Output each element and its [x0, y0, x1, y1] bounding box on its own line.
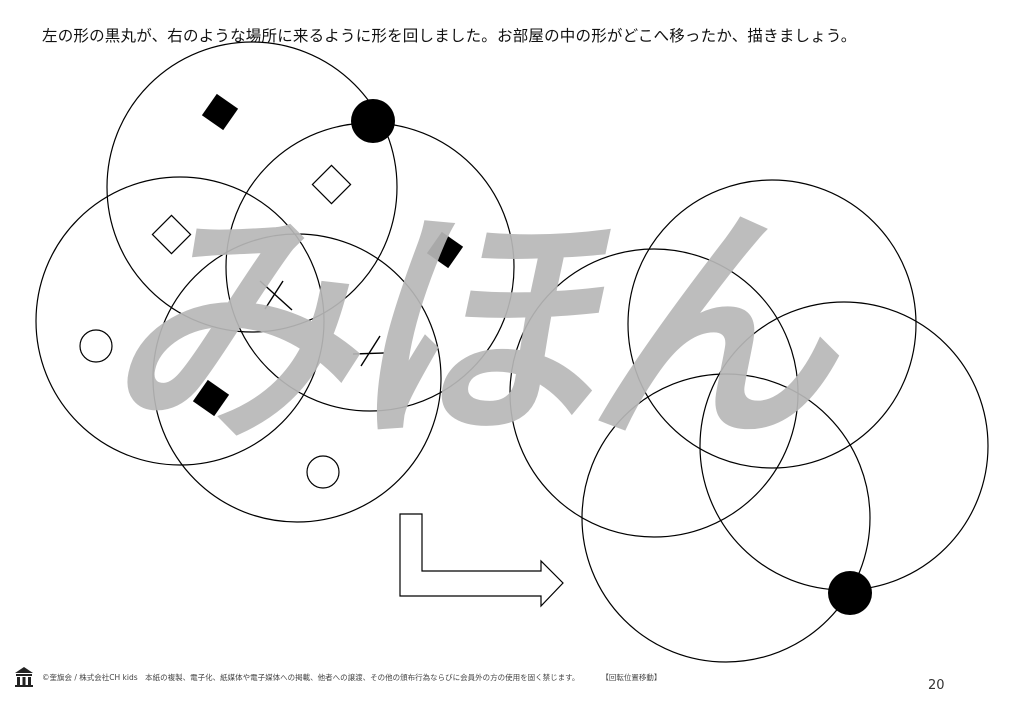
page-number: 20	[928, 678, 945, 693]
white-square-left-overlap	[151, 214, 192, 255]
right-room-top	[627, 179, 917, 469]
right-room-bottom	[581, 373, 871, 663]
right-rotated-figure	[509, 179, 989, 663]
right-black-dot-marker	[828, 571, 872, 615]
left-room-top	[106, 41, 398, 333]
left-room-bottom	[152, 233, 442, 523]
copyright-notice: ©奎旗会 / 株式会社CH kids 本紙の複製、電子化、紙媒体や電子媒体への掲…	[42, 672, 580, 682]
black-square-top-room	[201, 93, 239, 131]
left-original-figure	[35, 41, 515, 523]
sample-watermark: みほん	[92, 184, 875, 475]
black-square-bottom-room	[192, 379, 230, 417]
white-square-top-room-right	[311, 164, 352, 205]
white-circle-bottom-room	[306, 455, 340, 489]
school-building-icon	[15, 667, 33, 687]
instruction-text: 左の形の黒丸が、右のような場所に来るように形を回しました。お部屋の中の形がどこへ…	[42, 27, 857, 45]
cross-mark-center	[259, 280, 293, 311]
cross-mark-right	[352, 335, 385, 367]
white-circle-left-room	[79, 329, 113, 363]
left-room-shapes	[79, 93, 464, 489]
black-square-right-room	[426, 231, 464, 269]
worksheet-title-tag: 【回転位置移動】	[601, 672, 662, 682]
left-black-dot-marker	[351, 99, 395, 143]
rotation-arrow-icon	[399, 513, 564, 608]
footer: ©奎旗会 / 株式会社CH kids 本紙の複製、電子化、紙媒体や電子媒体への掲…	[14, 666, 661, 688]
left-room-left	[35, 176, 325, 466]
